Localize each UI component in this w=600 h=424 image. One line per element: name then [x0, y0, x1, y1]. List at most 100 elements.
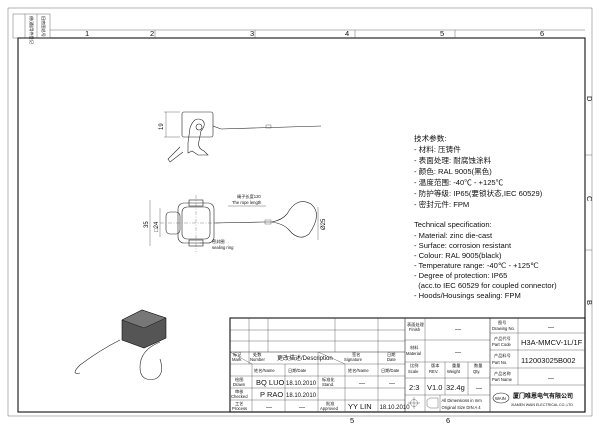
- cell-value: 18.10.2010: [380, 405, 411, 411]
- part-code-value: H3A-MMCV-1L/1F: [521, 338, 583, 347]
- spec-item: - Colour: RAL 9005(black): [414, 251, 502, 260]
- cell-label: Stand.: [322, 382, 334, 387]
- spec-title: Technical specification:: [414, 220, 492, 229]
- margin-label: 借(通)用件登记: [28, 16, 35, 45]
- cell-label: 处数: [253, 351, 262, 358]
- cell-value: —: [266, 405, 272, 411]
- isometric-view: [74, 309, 167, 380]
- dim-overall: 35: [144, 221, 150, 228]
- column-markers: 1 2 3 4 5 6 5 6 D C B: [50, 29, 594, 424]
- weight-value: 32.4g: [446, 383, 465, 392]
- cell-label: Drawn: [233, 382, 246, 387]
- cell-label: Qty.: [473, 369, 480, 374]
- cell-label: REV.: [429, 369, 438, 374]
- cell-label: 姓名/Name: [254, 367, 275, 374]
- spec-item: (acc.to IEC 60529 for coupled connector): [414, 281, 557, 290]
- cell-label: Scale: [408, 369, 419, 374]
- margin-strip: 借(通)用件登记 旧底图总号: [12, 13, 51, 45]
- qty-value: —: [476, 386, 482, 392]
- spec-item: - Surface: corrosion resistant: [414, 241, 512, 250]
- cell-label: 签名: [352, 351, 360, 358]
- cell-label: 图号: [498, 320, 506, 326]
- side-view: 19: [159, 111, 322, 163]
- spec-item: - 温度范围: -40℃ - +125℃: [414, 177, 504, 187]
- cell-label: Signature: [344, 357, 363, 362]
- column-label: 6: [540, 29, 544, 38]
- cell-label: Number: [250, 357, 265, 362]
- cell-label: 日期: [387, 352, 395, 358]
- cell-label: 材料: [410, 344, 419, 351]
- cell-value: —: [455, 350, 461, 356]
- cell-value: —: [299, 405, 305, 411]
- spec-item: - 密封元件: FPM: [414, 199, 469, 209]
- company-name-en: XIAMEN WAIN ELECTRICAL CO.,LTD: [511, 403, 573, 407]
- drawing-no-value: —: [548, 325, 554, 331]
- cell-label: 工艺: [235, 401, 243, 406]
- cell-label: Date: [387, 357, 397, 362]
- cell-label: 标记: [233, 351, 242, 358]
- spec-item: - 材料: 压铸件: [414, 144, 461, 154]
- company-logo: WAIN: [492, 392, 510, 404]
- cell-label: 日期/Date: [288, 368, 307, 374]
- rev-value: V1.0: [427, 383, 442, 392]
- cell-label: Finish: [409, 327, 421, 332]
- spec-title: 技术参数:: [414, 133, 446, 143]
- dim-height: 19: [159, 123, 165, 130]
- cell-label: 重量: [452, 362, 460, 369]
- cell-label: 批准: [326, 400, 334, 407]
- cell-value: YY LIN: [348, 402, 372, 411]
- cell-label: 版本: [431, 362, 440, 369]
- column-label: 5: [440, 29, 444, 38]
- cell-label: 产品料号: [494, 352, 511, 359]
- dim-width: □24: [154, 221, 160, 232]
- scale-value: 2:3: [409, 383, 419, 392]
- spec-item: - 表面处理: 耐腐蚀涂料: [414, 155, 492, 165]
- column-label: 1: [85, 29, 89, 38]
- cell-value: —: [389, 381, 395, 387]
- cell-value: 18.10.2010: [286, 393, 317, 399]
- spec-item: - Temperature range: -40℃ - +125℃: [414, 261, 539, 270]
- cell-label: Checked: [231, 394, 248, 399]
- cell-label: 产品代号: [494, 335, 511, 342]
- spec-item: - Degree of protection: IP65: [414, 271, 507, 280]
- cell-label: 数量: [474, 362, 482, 369]
- cell-label: 姓名/Name: [348, 367, 369, 374]
- spec-item: - Hoods/Housings sealing: FPM: [414, 291, 521, 300]
- cell-value: —: [455, 327, 461, 333]
- cell-label: Process: [232, 406, 247, 411]
- spec-chinese: 技术参数: - 材料: 压铸件 - 表面处理: 耐腐蚀涂料 - 颜色: RAL …: [414, 133, 543, 209]
- part-name-value: —: [548, 376, 554, 382]
- cell-label: 日期/Date: [381, 368, 400, 374]
- units-note: Original Size DIN A 4: [442, 405, 482, 410]
- spec-item: - Material: zinc die-cast: [414, 231, 493, 240]
- svg-text:WAIN: WAIN: [495, 396, 506, 401]
- dim-ring: Ø25: [321, 218, 327, 230]
- cell-label: Weight: [447, 369, 461, 374]
- seal-label-en: sealing ring: [212, 245, 234, 250]
- cell-label: Drawing No.: [492, 326, 515, 331]
- spec-item: - 颜色: RAL 9005(黑色): [414, 166, 492, 176]
- units-note: All Dimensions in mm: [442, 398, 483, 403]
- top-view: 绳子长度120 The rope length Ø25 □24 35 密封圈 s…: [144, 193, 327, 252]
- spec-item: - 防护等级: IP65(要锁状态,IEC 60529): [414, 188, 543, 198]
- row-label: B: [585, 300, 594, 305]
- cell-value: P RAO: [260, 390, 283, 399]
- cell-value: BQ LUO: [256, 378, 285, 387]
- cell-label: Mark: [232, 357, 242, 362]
- cell-label: 更改描述/Description: [277, 354, 333, 362]
- cell-label: 比例: [410, 362, 418, 369]
- column-label: 5: [350, 416, 354, 424]
- column-label: 6: [446, 416, 450, 424]
- company-name-cn: 厦门唯恩电气有限公司: [513, 392, 573, 400]
- rope-label-cn: 绳子长度120: [237, 193, 261, 200]
- column-label: 3: [250, 29, 254, 38]
- cell-label: Material: [406, 351, 421, 356]
- cell-label: Approved: [320, 406, 339, 411]
- column-label: 2: [150, 29, 154, 38]
- projection-symbol-icon: [408, 397, 439, 409]
- row-label: C: [585, 196, 594, 202]
- rope-label-en: The rope length: [232, 200, 262, 205]
- cell-label: Part Code: [492, 342, 512, 347]
- cell-label: 标准化: [322, 376, 335, 383]
